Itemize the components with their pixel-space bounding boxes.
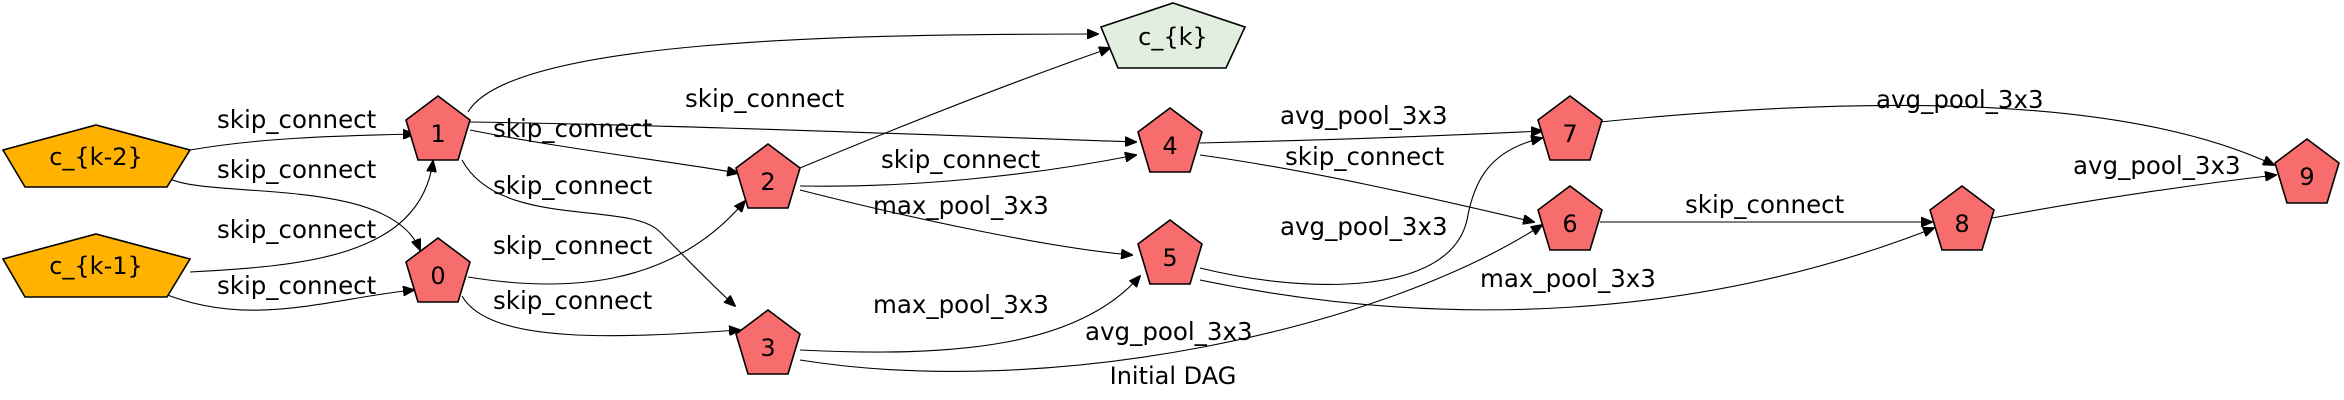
node-9-shape (2274, 138, 2340, 204)
edge-3-to-6 (799, 225, 1542, 372)
edge-label-ck2-0: skip_connect (217, 155, 377, 184)
node-ck1-shape (1, 233, 192, 298)
edge-labels: skip_connect skip_connect skip_connect s… (217, 84, 2241, 346)
edge-ck2-to-0 (167, 177, 420, 250)
node-7-label: 7 (1562, 120, 1577, 148)
edge-2-to-4 (799, 155, 1136, 187)
edge-label-ck1-0: skip_connect (217, 271, 377, 300)
edge-1-to-4 (469, 121, 1136, 142)
edge-2-to-ck (799, 48, 1110, 169)
edge-label-3-5: max_pool_3x3 (873, 290, 1049, 319)
edge-label-1-4: skip_connect (685, 84, 845, 113)
edge-label-0-3: skip_connect (493, 286, 653, 315)
node-6: 6 (1537, 185, 1603, 251)
node-4: 4 (1137, 107, 1203, 173)
node-0-label: 0 (430, 262, 445, 290)
node-8-label: 8 (1954, 210, 1969, 238)
nodes: c_{k-2} c_{k-1} c_{k} 1 0 2 3 4 (1, 2, 2340, 375)
node-3-shape (735, 309, 801, 375)
node-5: 5 (1137, 219, 1203, 285)
edge-label-2-4: skip_connect (881, 145, 1041, 174)
node-5-label: 5 (1162, 244, 1177, 272)
node-3: 3 (735, 309, 801, 375)
edge-label-8-9: avg_pool_3x3 (2073, 151, 2241, 180)
node-7: 7 (1537, 95, 1603, 161)
edge-0-to-3 (461, 295, 740, 337)
node-7-shape (1537, 95, 1603, 161)
edge-1-to-3 (461, 159, 735, 306)
edge-ck2-to-1 (189, 134, 414, 151)
edge-label-5-7: avg_pool_3x3 (1280, 212, 1448, 241)
node-6-label: 6 (1562, 210, 1577, 238)
edge-label-7-9: avg_pool_3x3 (1876, 85, 2044, 114)
node-2-shape (735, 143, 801, 209)
edge-label-ck2-1: skip_connect (217, 105, 377, 134)
node-ck1-label: c_{k-1} (49, 252, 143, 280)
edge-label-4-6: skip_connect (1285, 142, 1445, 171)
edge-label-1-3: skip_connect (493, 171, 653, 200)
node-0-shape (405, 237, 471, 303)
node-0: 0 (405, 237, 471, 303)
edge-label-2-5: max_pool_3x3 (873, 191, 1049, 220)
node-1: 1 (405, 95, 471, 161)
diagram-caption: Initial DAG (1110, 362, 1237, 390)
node-ck1: c_{k-1} (1, 233, 192, 298)
edge-1-to-ck (467, 34, 1098, 113)
edge-5-to-8 (1199, 228, 1934, 311)
edges (159, 34, 2276, 372)
node-ck-shape (1099, 2, 1247, 69)
edge-label-3-6: avg_pool_3x3 (1085, 317, 1253, 346)
node-6-shape (1537, 185, 1603, 251)
edge-2-to-5 (799, 189, 1132, 255)
node-ck2-label: c_{k-2} (49, 143, 143, 171)
node-9: 9 (2274, 138, 2340, 204)
node-1-shape (405, 95, 471, 161)
edge-7-to-9 (1599, 104, 2274, 165)
edge-ck1-to-0 (159, 290, 414, 311)
edge-label-5-8: max_pool_3x3 (1480, 264, 1656, 293)
node-3-label: 3 (760, 334, 775, 362)
edge-ck1-to-1 (189, 161, 433, 273)
edge-1-to-2 (469, 129, 738, 173)
node-4-label: 4 (1162, 132, 1177, 160)
node-ck-label: c_{k} (1138, 23, 1208, 51)
edge-label-6-8: skip_connect (1685, 190, 1845, 219)
node-4-shape (1137, 107, 1203, 173)
node-5-shape (1137, 219, 1203, 285)
edge-5-to-7 (1199, 138, 1542, 285)
edge-3-to-5 (799, 276, 1140, 353)
node-8: 8 (1929, 185, 1995, 251)
node-2: 2 (735, 143, 801, 209)
edge-4-to-6 (1199, 154, 1534, 222)
edge-0-to-2 (467, 201, 745, 285)
edge-4-to-7 (1199, 131, 1542, 144)
node-ck2-shape (1, 124, 192, 188)
node-ck2: c_{k-2} (1, 124, 192, 188)
node-ck: c_{k} (1099, 2, 1247, 69)
edge-label-ck1-1: skip_connect (217, 215, 377, 244)
edge-8-to-9 (1991, 175, 2276, 219)
edge-label-0-2: skip_connect (493, 231, 653, 260)
edge-label-1-2: skip_connect (493, 114, 653, 143)
node-1-label: 1 (430, 120, 445, 148)
node-9-label: 9 (2299, 163, 2314, 191)
edge-label-4-7: avg_pool_3x3 (1280, 101, 1448, 130)
node-2-label: 2 (760, 168, 775, 196)
node-8-shape (1929, 185, 1995, 251)
